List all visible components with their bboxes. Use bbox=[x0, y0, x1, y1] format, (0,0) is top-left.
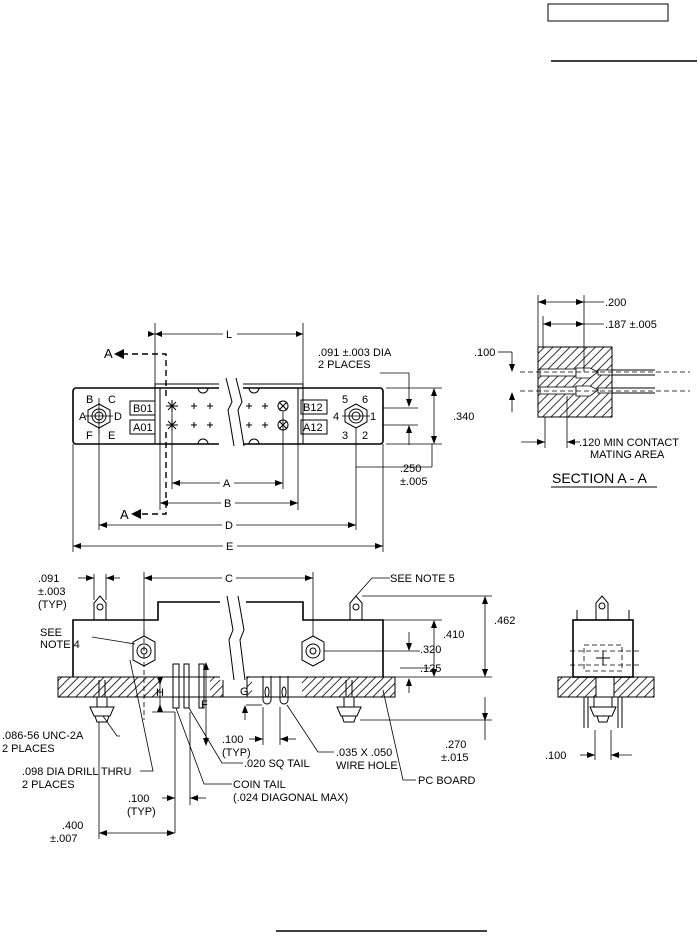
pin-number-3: 3 bbox=[342, 430, 348, 442]
dim-g: G bbox=[240, 686, 249, 698]
section-line-top bbox=[118, 353, 167, 396]
dim-250: .250 bbox=[400, 463, 421, 475]
pin-letter-d: D bbox=[114, 411, 122, 423]
pin-letter-f: F bbox=[86, 430, 93, 442]
pin-dia-tol: ±.003 bbox=[38, 586, 65, 598]
pin-letter-e: E bbox=[108, 430, 115, 442]
right-jackscrew-hex bbox=[342, 403, 370, 429]
tab-b01: B01 bbox=[133, 403, 153, 415]
side-pitch: .100 bbox=[545, 750, 566, 762]
drill-note-2: 2 PLACES bbox=[22, 779, 75, 791]
tail-pitch-typ: (TYP) bbox=[127, 806, 156, 818]
wire-hole-note-2: WIRE HOLE bbox=[336, 760, 398, 772]
dim-400: .400 bbox=[62, 820, 83, 832]
wire-hole-tail-2 bbox=[279, 676, 289, 705]
drill-note-1: .098 DIA DRILL THRU bbox=[22, 766, 131, 778]
section-line-bottom bbox=[135, 432, 167, 515]
contact-positions bbox=[166, 400, 289, 431]
right-jackscrew-front bbox=[301, 635, 325, 667]
dim-320: .320 bbox=[420, 644, 441, 656]
left-jackscrew-front bbox=[132, 630, 156, 720]
left-guide-pin bbox=[93, 595, 107, 620]
wire-hole-note-1: .035 X .050 bbox=[336, 747, 392, 759]
see-note-4-b: NOTE 4 bbox=[40, 639, 80, 651]
dim-e: E bbox=[226, 541, 233, 553]
tab-a01: A01 bbox=[133, 422, 153, 434]
pin-dia-value: .091 bbox=[38, 573, 59, 585]
dim-410: .410 bbox=[443, 629, 464, 641]
thread-note-2: 2 PLACES bbox=[2, 743, 55, 755]
right-threaded-stud bbox=[336, 680, 362, 723]
dim-c: C bbox=[225, 573, 233, 585]
section-mark-a-bottom: A bbox=[120, 507, 129, 522]
tab-b12: B12 bbox=[303, 402, 323, 414]
see-note-5: SEE NOTE 5 bbox=[390, 573, 455, 585]
front-view: .091 ±.003 (TYP) C SEE NOTE 5 SEE NOTE 4… bbox=[2, 571, 515, 845]
dim-125: .125 bbox=[420, 663, 441, 675]
dim-340: .340 bbox=[453, 411, 474, 423]
side-body bbox=[572, 619, 634, 678]
dim-250-tol: ±.005 bbox=[400, 476, 427, 488]
see-note-4-a: SEE bbox=[40, 627, 62, 639]
section-title: SECTION A - A bbox=[552, 470, 648, 486]
dim-270: .270 bbox=[445, 739, 466, 751]
dim-b: B bbox=[224, 498, 231, 510]
coin-tail-note-1: COIN TAIL bbox=[233, 779, 286, 791]
coin-tail-note-2: (.024 DIAGONAL MAX) bbox=[233, 792, 348, 804]
dim-d: D bbox=[225, 520, 233, 532]
pitch-typ: (TYP) bbox=[222, 747, 251, 759]
pc-board-note: PC BOARD bbox=[418, 775, 476, 787]
pin-letter-b: B bbox=[86, 394, 93, 406]
hole-dia-label: .091 ±.003 DIA bbox=[318, 347, 392, 359]
dim-l: L bbox=[226, 329, 232, 341]
section-contact-label-1: .120 MIN CONTACT bbox=[579, 437, 679, 449]
dim-462: .462 bbox=[494, 615, 515, 627]
pin-letter-a: A bbox=[79, 411, 87, 423]
thread-note-1: .086-56 UNC-2A bbox=[2, 730, 84, 742]
pin-number-4: 4 bbox=[333, 411, 339, 423]
section-a-a-view: .100 .200 .187 ±.005 .120 MIN CONTACT MA… bbox=[474, 295, 690, 488]
pin-letter-c: C bbox=[108, 394, 116, 406]
dim-a: A bbox=[223, 478, 231, 490]
pitch-value: .100 bbox=[222, 734, 243, 746]
dim-section-width: .200 bbox=[605, 297, 626, 309]
tail-pitch-value: .100 bbox=[128, 793, 149, 805]
dim-section-inner: .187 ±.005 bbox=[605, 319, 657, 331]
section-mark-a-top: A bbox=[104, 346, 113, 361]
sq-tail-note: .020 SQ TAIL bbox=[244, 758, 310, 770]
title-block-box bbox=[547, 3, 669, 22]
pin-number-1: 1 bbox=[370, 411, 376, 423]
section-body bbox=[537, 346, 613, 418]
dim-section-spacing: .100 bbox=[474, 347, 495, 359]
dim-f: F bbox=[201, 699, 208, 711]
section-contact-label-2: MATING AREA bbox=[590, 449, 665, 461]
dim-400-tol: ±.007 bbox=[50, 833, 77, 845]
hole-places-label: 2 PLACES bbox=[318, 359, 371, 371]
tab-a12: A12 bbox=[303, 422, 323, 434]
dim-h: H bbox=[156, 687, 164, 699]
dim-270-tol: ±.015 bbox=[441, 752, 468, 764]
pin-number-6: 6 bbox=[362, 394, 368, 406]
wire-hole-tail-1 bbox=[262, 676, 272, 705]
pin-number-5: 5 bbox=[342, 394, 348, 406]
top-view: B C A D F E 5 6 4 1 3 2 B01 A01 B12 A12 bbox=[72, 323, 474, 553]
pin-dia-typ: (TYP) bbox=[38, 599, 67, 611]
pin-number-2: 2 bbox=[362, 430, 368, 442]
right-guide-pin bbox=[349, 595, 363, 620]
side-view: .100 bbox=[545, 595, 655, 762]
